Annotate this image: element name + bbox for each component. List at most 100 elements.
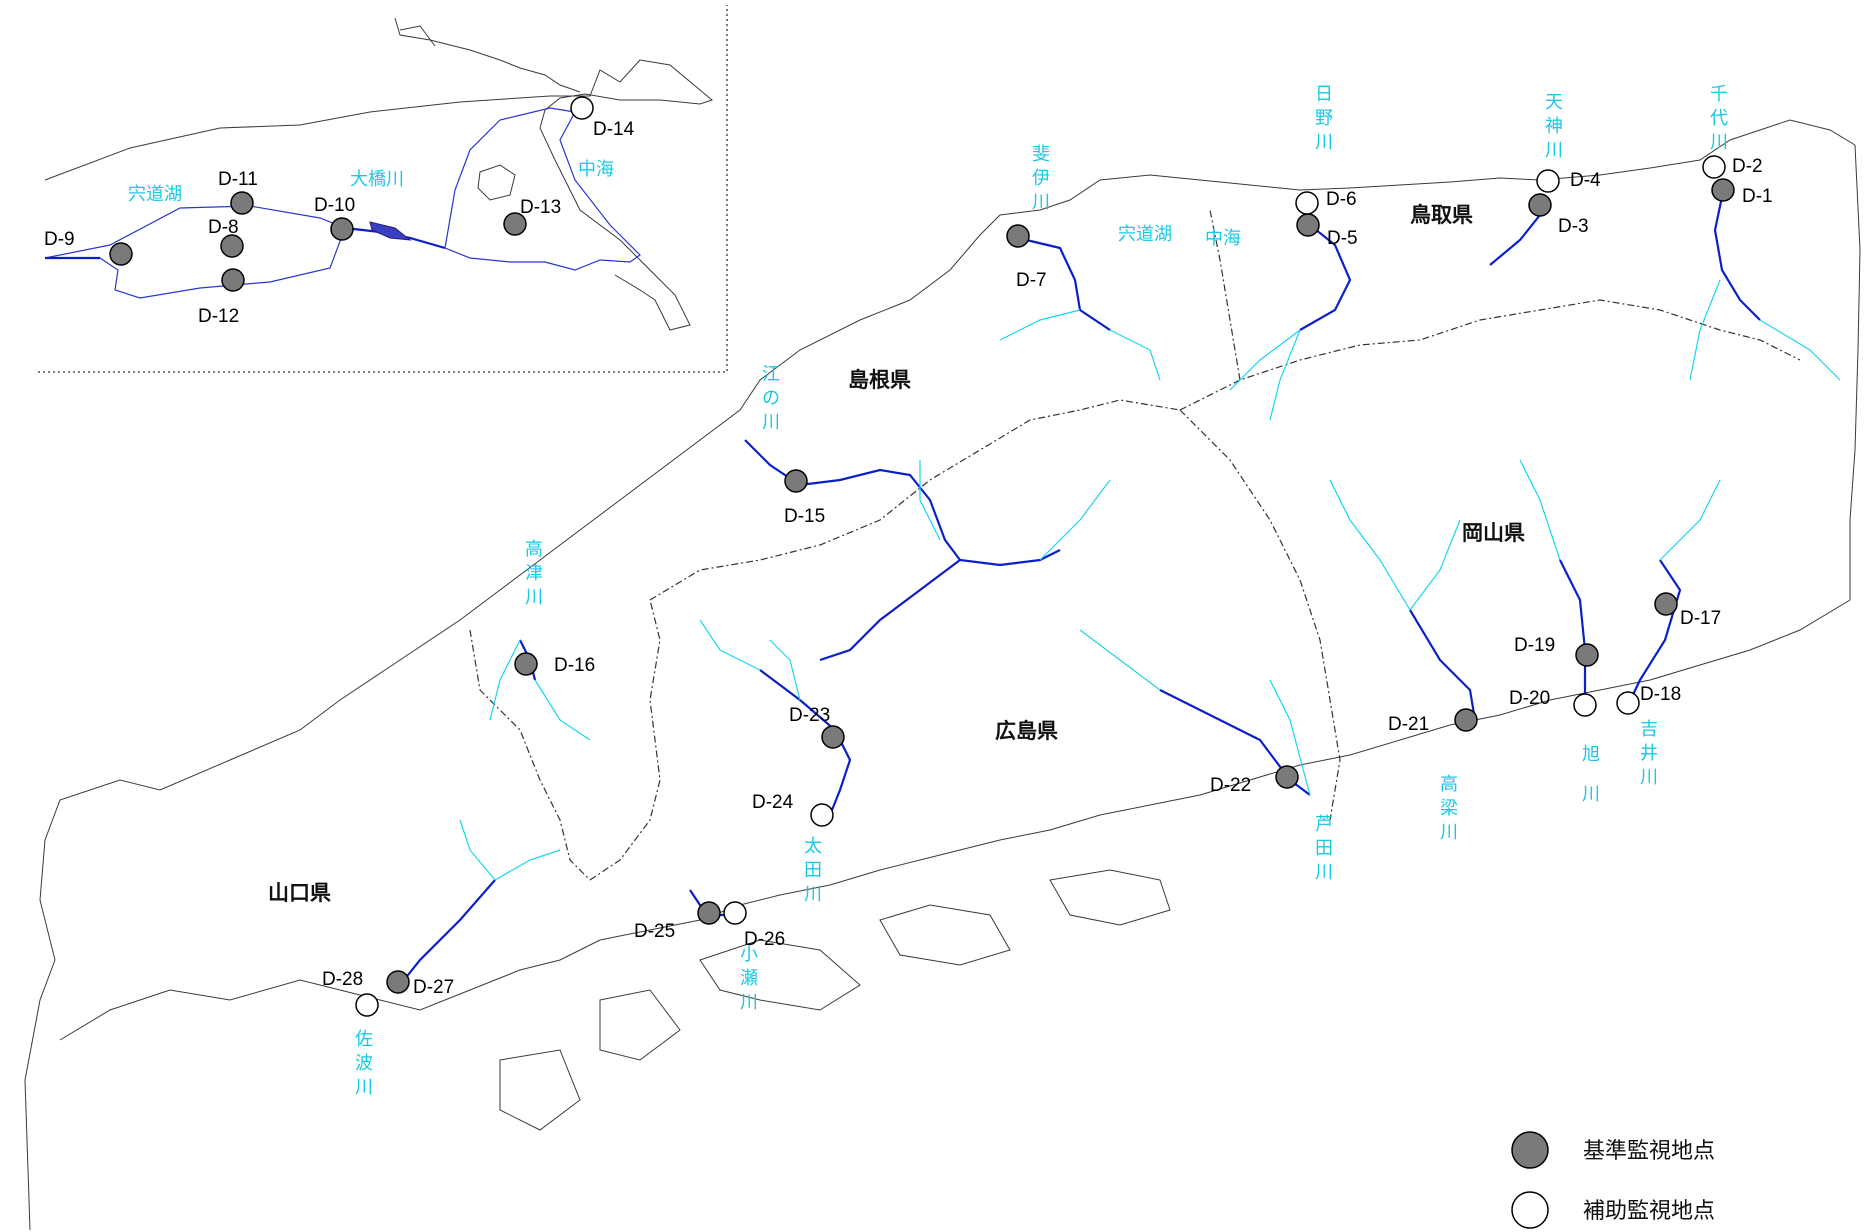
trib-2 [1229, 329, 1301, 421]
station-label-d-20: D-20 [1509, 688, 1550, 709]
border-tottori-okayama [1179, 299, 1801, 411]
border-shimane-tottori [1209, 209, 1241, 381]
station-label-d-3: D-3 [1558, 216, 1589, 237]
station-label-d-10: D-10 [314, 195, 355, 216]
river-label-nakaumi-main: 中海 [1205, 228, 1241, 249]
trib-4 [919, 460, 1111, 561]
station-label-d-5: D-5 [1327, 228, 1358, 249]
inset-lake-nakaumi [444, 107, 641, 271]
main-rivers [399, 191, 1761, 986]
inset-label-shinji: 宍道湖 [128, 184, 182, 205]
pref-tottori: 鳥取県 [1410, 203, 1473, 227]
station-label-d-16: D-16 [554, 655, 595, 676]
station-marker-d-28 [355, 993, 379, 1017]
legend-basic-marker [1511, 1131, 1549, 1169]
river-hino [1299, 224, 1352, 331]
station-marker-d-23 [821, 725, 845, 749]
river-label-yoshii: 吉井川 [1640, 719, 1658, 788]
station-marker-d-2 [1702, 155, 1726, 179]
river-ashida [1159, 689, 1311, 796]
islands-seto [499, 869, 1171, 1131]
inset-ohashi-shallows [369, 221, 412, 241]
river-label-takahashi: 高梁川 [1440, 774, 1458, 843]
river-label-hii: 斐伊川 [1032, 144, 1050, 213]
river-label-ashida: 芦田川 [1315, 814, 1333, 883]
station-label-d-28: D-28 [322, 969, 363, 990]
station-label-d-19: D-19 [1514, 635, 1555, 656]
river-label-hino: 日野川 [1315, 84, 1333, 153]
trib-5 [1079, 629, 1311, 796]
trib-7 [1519, 459, 1721, 561]
station-marker-d-11 [230, 191, 254, 215]
river-label-sendai: 千代川 [1710, 84, 1728, 153]
east-coast [1849, 144, 1861, 600]
station-label-d-2: D-2 [1732, 156, 1763, 177]
station-label-d-13: D-13 [520, 197, 561, 218]
station-label-d-7: D-7 [1016, 270, 1047, 291]
border-shimane-hiroshima [649, 399, 1181, 601]
station-label-d-15: D-15 [784, 506, 825, 527]
river-saba [399, 879, 496, 986]
inset-coastline [44, 59, 714, 331]
monitoring-stations: D-1D-2D-3D-4D-5D-6D-7D-8D-9D-10D-11D-12D… [44, 96, 1773, 1017]
south-coast [59, 599, 1851, 1041]
station-label-d-22: D-22 [1210, 775, 1251, 796]
river-ota [759, 669, 852, 816]
station-marker-d-15 [784, 469, 808, 493]
station-label-d-25: D-25 [634, 921, 675, 942]
station-marker-d-17 [1654, 592, 1678, 616]
station-marker-d-8 [220, 234, 244, 258]
station-marker-d-18 [1616, 691, 1640, 715]
north-coast [24, 119, 1856, 1231]
legend-aux-label: 補助監視地点 [1583, 1199, 1715, 1224]
border-shimane-yamaguchi [469, 629, 591, 881]
inset-label-ohashi: 大橋川 [350, 169, 404, 190]
river-label-shinji-main: 宍道湖 [1118, 224, 1172, 245]
station-label-d-27: D-27 [413, 977, 454, 998]
inset-label-nakaumi: 中海 [578, 159, 614, 180]
river-yoshii [1627, 559, 1682, 706]
station-label-d-8: D-8 [208, 217, 239, 238]
station-label-d-11: D-11 [218, 169, 258, 190]
river-labels: 千代川天神川日野川斐伊川宍道湖中海江の川高津川太田川小瀬川佐波川芦田川高梁川旭川… [355, 84, 1728, 1098]
station-marker-d-1 [1711, 178, 1735, 202]
station-marker-d-20 [1573, 693, 1597, 717]
prefecture-borders [469, 209, 1801, 881]
trib-6 [1329, 479, 1461, 611]
pref-shimane: 島根県 [848, 368, 911, 392]
station-label-d-26: D-26 [744, 929, 785, 950]
station-marker-d-5 [1296, 213, 1320, 237]
station-marker-d-16 [514, 652, 538, 676]
station-label-d-12: D-12 [198, 306, 239, 327]
legend: 基準監視地点 補助監視地点 [1511, 1131, 1715, 1229]
station-label-d-14: D-14 [593, 119, 635, 140]
station-marker-d-6 [1295, 191, 1319, 215]
station-marker-d-19 [1575, 643, 1599, 667]
station-label-d-21: D-21 [1388, 714, 1429, 735]
inset-lake-shinji [44, 205, 346, 299]
trib-10 [459, 819, 561, 881]
station-label-d-18: D-18 [1640, 684, 1681, 705]
river-label-gonokawa: 江の川 [762, 364, 780, 433]
inset-coastline-north [394, 17, 581, 93]
trib-3 [999, 309, 1161, 381]
station-marker-d-4 [1536, 169, 1560, 193]
station-label-d-1: D-1 [1742, 186, 1773, 207]
river-takahashi [1409, 609, 1477, 721]
station-marker-d-26 [723, 901, 747, 925]
station-label-d-6: D-6 [1326, 189, 1357, 210]
station-marker-d-14 [570, 96, 594, 120]
station-marker-d-13 [503, 212, 527, 236]
river-label-takatsu: 高津川 [525, 539, 543, 608]
tributaries [459, 279, 1841, 881]
station-label-d-24: D-24 [752, 792, 794, 813]
legend-basic-label: 基準監視地点 [1583, 1139, 1715, 1164]
station-marker-d-22 [1275, 765, 1299, 789]
prefecture-labels: 島根県 鳥取県 岡山県 広島県 山口県 [268, 203, 1525, 905]
border-hiroshima-yamaguchi [589, 599, 661, 881]
pref-hiroshima: 広島県 [995, 719, 1058, 743]
station-marker-d-24 [810, 803, 834, 827]
station-marker-d-10 [330, 217, 354, 241]
station-label-d-9: D-9 [44, 229, 75, 250]
